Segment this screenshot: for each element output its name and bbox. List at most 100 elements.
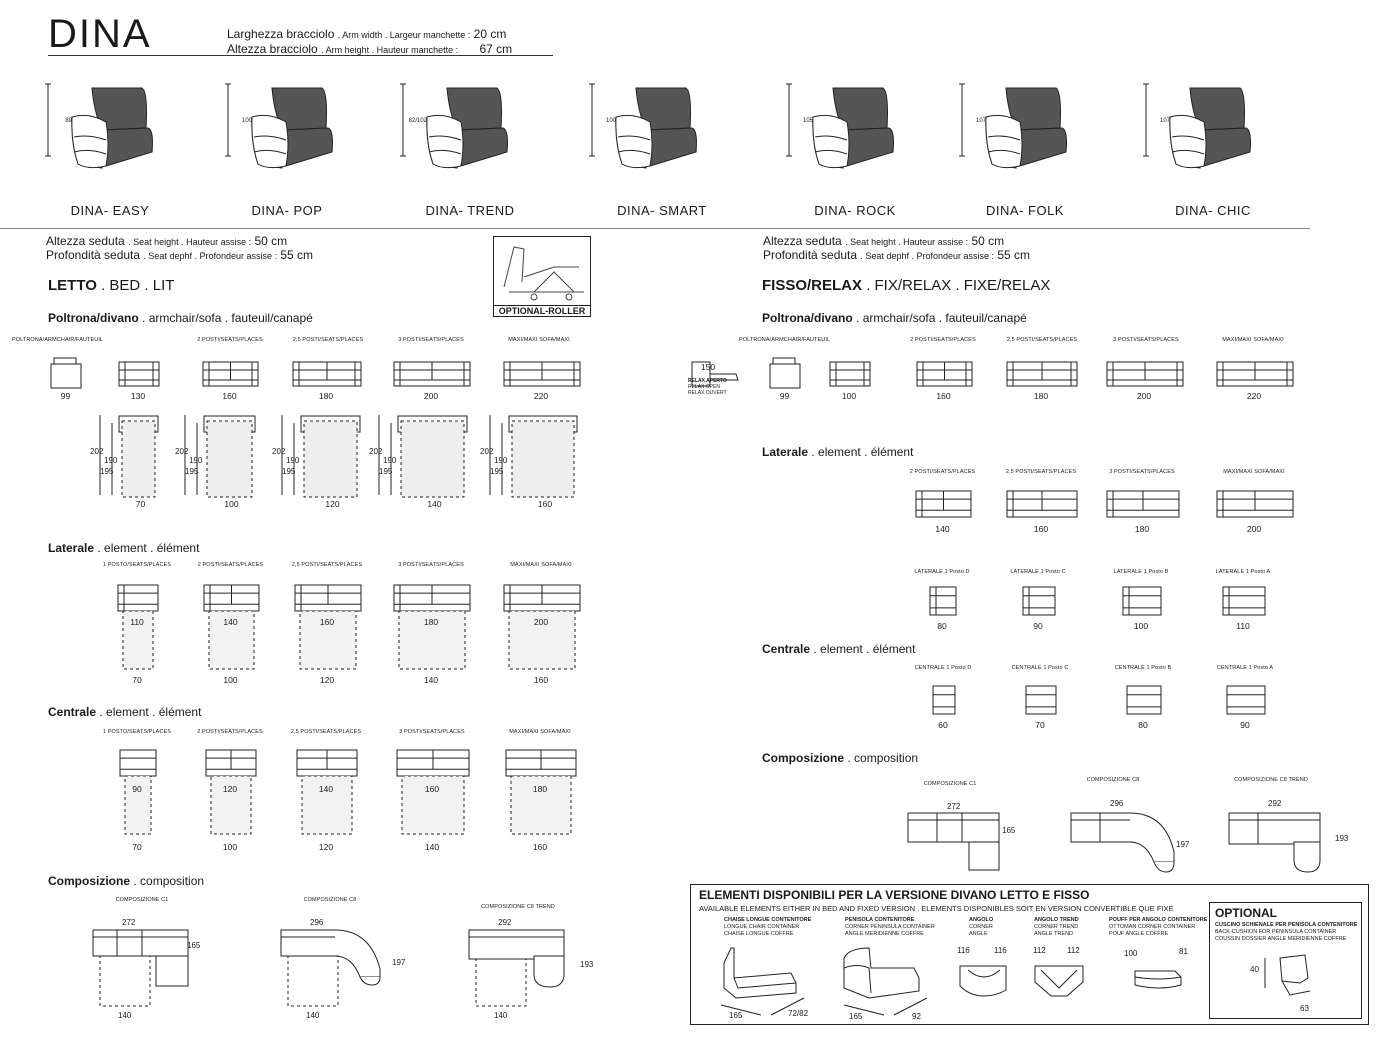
bed-lateral-depth: 200: [533, 617, 549, 627]
bed-length-202: 202: [272, 447, 286, 456]
bed-central-type-label: 3 POSTI/SEATS/PLACES: [399, 729, 465, 735]
element-item-sub2: ANGLE MERIDIENNE COFFRE: [845, 931, 924, 937]
fix-lateral1-type-label: LATERALE 1 Posto D: [914, 569, 970, 575]
bed-comp-depth: 165: [187, 941, 201, 950]
roller-mechanism-illustration: [503, 246, 584, 301]
bed-comp-depth: 197: [392, 958, 406, 967]
seat-depth-value: 55 cm: [997, 248, 1031, 262]
armchair-arm: [71, 114, 109, 169]
bed-sofa-3-icon: [292, 361, 362, 387]
bed-central-mattress: [301, 775, 353, 835]
bed-armchair-type-label: 2 POSTI/SEATS/PLACES: [197, 337, 263, 343]
fix-armchair-type-label: 2 POSTI/SEATS/PLACES: [910, 337, 976, 343]
bed-sofa-5-icon-arm-right: [573, 361, 581, 387]
bed-central-mattress-rect: [210, 775, 252, 835]
element-item-title: ANGOLO: [969, 917, 994, 923]
bed-width-value: 100: [224, 499, 239, 509]
bed-sofa-3-icon-arm-left: [292, 361, 300, 387]
bed-lateral-depth: 110: [130, 617, 144, 627]
corner-icon: [959, 965, 1007, 997]
bed-dimension-lines: [378, 415, 392, 495]
optional-roller-label: OPTIONAL-ROLLER: [494, 305, 590, 316]
bed-central-mattress-rect: [124, 775, 152, 835]
fix-lateral-1-icon: [915, 490, 972, 518]
bed-lateral-1-icon-outline: [117, 584, 159, 612]
peninsula-icon: [843, 947, 928, 1016]
peninsula-dim-line: [893, 997, 928, 1016]
fix-sofa-4-icon-arm-left: [1106, 361, 1114, 387]
bed-lateral-mattress-rect: [398, 610, 466, 670]
arm-width-spec: Larghezza bracciolo . Arm width . Largeu…: [227, 27, 506, 43]
pouf-dim-b: 81: [1179, 947, 1188, 956]
bed-length-195: 195: [100, 467, 114, 476]
fix-comp-width: 296: [1110, 799, 1124, 808]
bed-mattress: [303, 420, 358, 498]
bed-central-width: 120: [318, 842, 334, 852]
bed-composition-3-drawing: [468, 929, 565, 1007]
fix-central-heading: Centrale . element . élément: [762, 642, 915, 656]
corner-dim-b: 116: [994, 946, 1007, 955]
bed-armchair-type-label: MAXI/MAXI SOFA/MAXI: [508, 337, 570, 343]
bed-open-2-drawing: [203, 415, 256, 498]
pouf-icon: [1134, 970, 1182, 989]
seat-depth-spec-left: Profondità seduta . Seat dephf . Profond…: [46, 248, 313, 264]
armchair-stitching: [814, 135, 848, 155]
bed-sofa-1-icon: [118, 361, 160, 387]
arm-height-spec: Altezza bracciolo . Arm height . Hauteur…: [227, 42, 512, 58]
bed-length-202: 202: [480, 447, 494, 456]
relax-open-l1: RELAX APERTO: [688, 378, 727, 384]
armchair-4-icon: [589, 83, 697, 169]
fix-lateral1-width: 100: [1133, 621, 1149, 631]
bed-sofa-2-icon: [202, 361, 259, 387]
bed-sofa-4-icon: [393, 361, 471, 387]
fix-central-width: 90: [1240, 720, 1250, 730]
seat-height-value: 50 cm: [971, 234, 1005, 248]
corner-dim-a: 116: [957, 946, 970, 955]
optional-dim-height: 40: [1250, 965, 1259, 974]
armchair-6-icon: [959, 83, 1067, 169]
bed-central-mattress: [510, 775, 572, 835]
bed-composition-2-drawing-pouf: [359, 976, 381, 986]
fix-central-rest: . element . élément: [813, 642, 916, 656]
fix-lateral1-type-label: LATERALE 1 Posto A: [1215, 569, 1271, 575]
bed-central-heading: Centrale . element . élément: [48, 705, 201, 719]
bed-central-1-icon: [119, 749, 157, 777]
bed-dimension-lines: [99, 415, 113, 495]
relax-open-block: 150 RELAX APERTO RELAX OPEN RELAX OUVERT: [688, 360, 748, 396]
bed-lateral-depth: 140: [223, 617, 238, 627]
fix-lateral1-4-icon-outline: [1222, 586, 1266, 616]
bed-central-width: 140: [424, 842, 440, 852]
optional-item-title: CUSCINO SCHIENALE PER PENISOLA CONTENITO…: [1215, 922, 1358, 928]
fix-heading-rest: . FIX/RELAX . FIXE/RELAX: [866, 277, 1051, 294]
fix-lateral1-1-icon-outline: [929, 586, 957, 616]
fix-lateral-1-icon-arm: [915, 490, 923, 518]
peninsula-dim-length: 165: [849, 1012, 863, 1021]
chaise-dim-line: [770, 997, 805, 1016]
armchair-7-icon: [1143, 83, 1251, 169]
bed-composition-3-drawing-bed: [475, 958, 527, 1007]
fix-lateral1-3-icon: [1122, 586, 1162, 616]
element-item-sub2: CHAISE LONGUE COFFRE: [724, 931, 794, 937]
bed-lateral-1-icon: [117, 584, 159, 612]
bed-lateral-bold: Laterale: [48, 541, 95, 555]
fix-sofa-3-icon-arm-right: [1070, 361, 1078, 387]
fix-composition-3-drawing-corner: [1293, 841, 1321, 873]
bed-comp-width: 296: [310, 918, 324, 927]
fix-central-type-label: CENTRALE 1 Posto D: [914, 665, 972, 671]
bed-comp-bold: Composizione: [48, 874, 131, 888]
model-name-label: DINA- FOLK: [986, 203, 1064, 218]
element-item-sub2: ANGLE TREND: [1034, 931, 1074, 937]
fix-lateral1-type-label: LATERALE 1 Posto B: [1113, 569, 1169, 575]
bed-lateral-mattress: [398, 610, 466, 670]
bed-heading-bold: LETTO: [48, 277, 97, 294]
bed-length-190: 190: [286, 456, 300, 465]
bed-comp-bed-width: 140: [306, 1011, 320, 1020]
fix-central-width: 60: [938, 720, 948, 730]
seat-height-label: Altezza seduta: [763, 234, 842, 248]
bed-lateral-mattress: [122, 610, 154, 670]
model-divider: [0, 228, 1310, 229]
armchair-arm: [1169, 114, 1207, 169]
bed-lateral-5-icon: [503, 584, 581, 612]
fix-central-1-icon-outline: [932, 685, 956, 715]
arm-width-sub: . Arm width . Largeur manchette :: [337, 30, 471, 40]
